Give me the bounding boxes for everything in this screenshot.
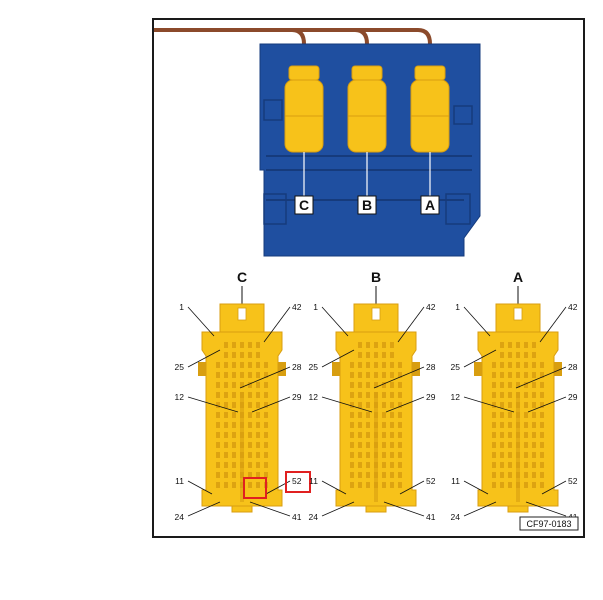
pin-label-12: 12 [451, 392, 461, 402]
pin-label-12: 12 [175, 392, 185, 402]
highlight-box [243, 477, 267, 499]
pin-label-52: 52 [426, 476, 436, 486]
pin-label-42: 42 [292, 302, 302, 312]
housing-plug [410, 65, 450, 196]
connector-b: B 1 42 25 28 12 29 11 52 24 41 [309, 269, 436, 522]
pin-label-11: 11 [451, 476, 460, 486]
housing-plug [347, 65, 387, 196]
housing-label-c: C [294, 195, 314, 215]
pin-label-41: 41 [426, 512, 436, 522]
connector-group: C 1 42 25 28 12 29 11 52 24 41 B 1 42 25 28 12 29 11 52 24 41… [175, 269, 578, 522]
pin-label-1: 1 [455, 302, 460, 312]
pin-label-29: 29 [426, 392, 436, 402]
connector-letter: C [237, 269, 247, 285]
highlight-box [285, 471, 311, 493]
pin-label-25: 25 [451, 362, 461, 372]
pin-label-1: 1 [313, 302, 318, 312]
housing-plug [284, 65, 324, 196]
pin-label-25: 25 [309, 362, 319, 372]
connector-diagram: C B A C 1 42 25 28 12 29 11 52 24 41 B 1 42 25 28 12 29 11 52… [154, 28, 579, 531]
housing-label-text: B [362, 197, 372, 213]
connector-c: C 1 42 25 28 12 29 11 52 24 41 [175, 269, 311, 522]
pin-label-24: 24 [175, 512, 185, 522]
housing-label-text: A [425, 197, 435, 213]
figure-code-text: CF97-0183 [526, 519, 571, 529]
pin-label-12: 12 [309, 392, 319, 402]
pin-label-52: 52 [568, 476, 578, 486]
pin-label-52: 52 [292, 476, 302, 486]
housing-label-a: A [420, 195, 440, 215]
pin-label-41: 41 [292, 512, 302, 522]
housing-label-b: B [357, 195, 377, 215]
figure-code: CF97-0183 [519, 516, 579, 531]
pin-label-42: 42 [426, 302, 436, 312]
pin-label-42: 42 [568, 302, 578, 312]
connector-letter: B [371, 269, 381, 285]
diagram-frame: C B A C 1 42 25 28 12 29 11 52 24 41 B 1 42 25 28 12 29 11 52… [152, 18, 585, 538]
pin-label-11: 11 [309, 476, 318, 486]
pin-label-29: 29 [292, 392, 302, 402]
pin-label-29: 29 [568, 392, 578, 402]
pin-label-28: 28 [568, 362, 578, 372]
pin-label-24: 24 [309, 512, 319, 522]
pin-label-28: 28 [292, 362, 302, 372]
housing-label-text: C [299, 197, 309, 213]
pin-label-25: 25 [175, 362, 185, 372]
connector-a: A1422528122911522441 [451, 269, 578, 522]
pin-label-28: 28 [426, 362, 436, 372]
connector-letter: A [513, 269, 523, 285]
pin-label-11: 11 [175, 476, 184, 486]
pin-label-1: 1 [179, 302, 184, 312]
pin-label-24: 24 [451, 512, 461, 522]
